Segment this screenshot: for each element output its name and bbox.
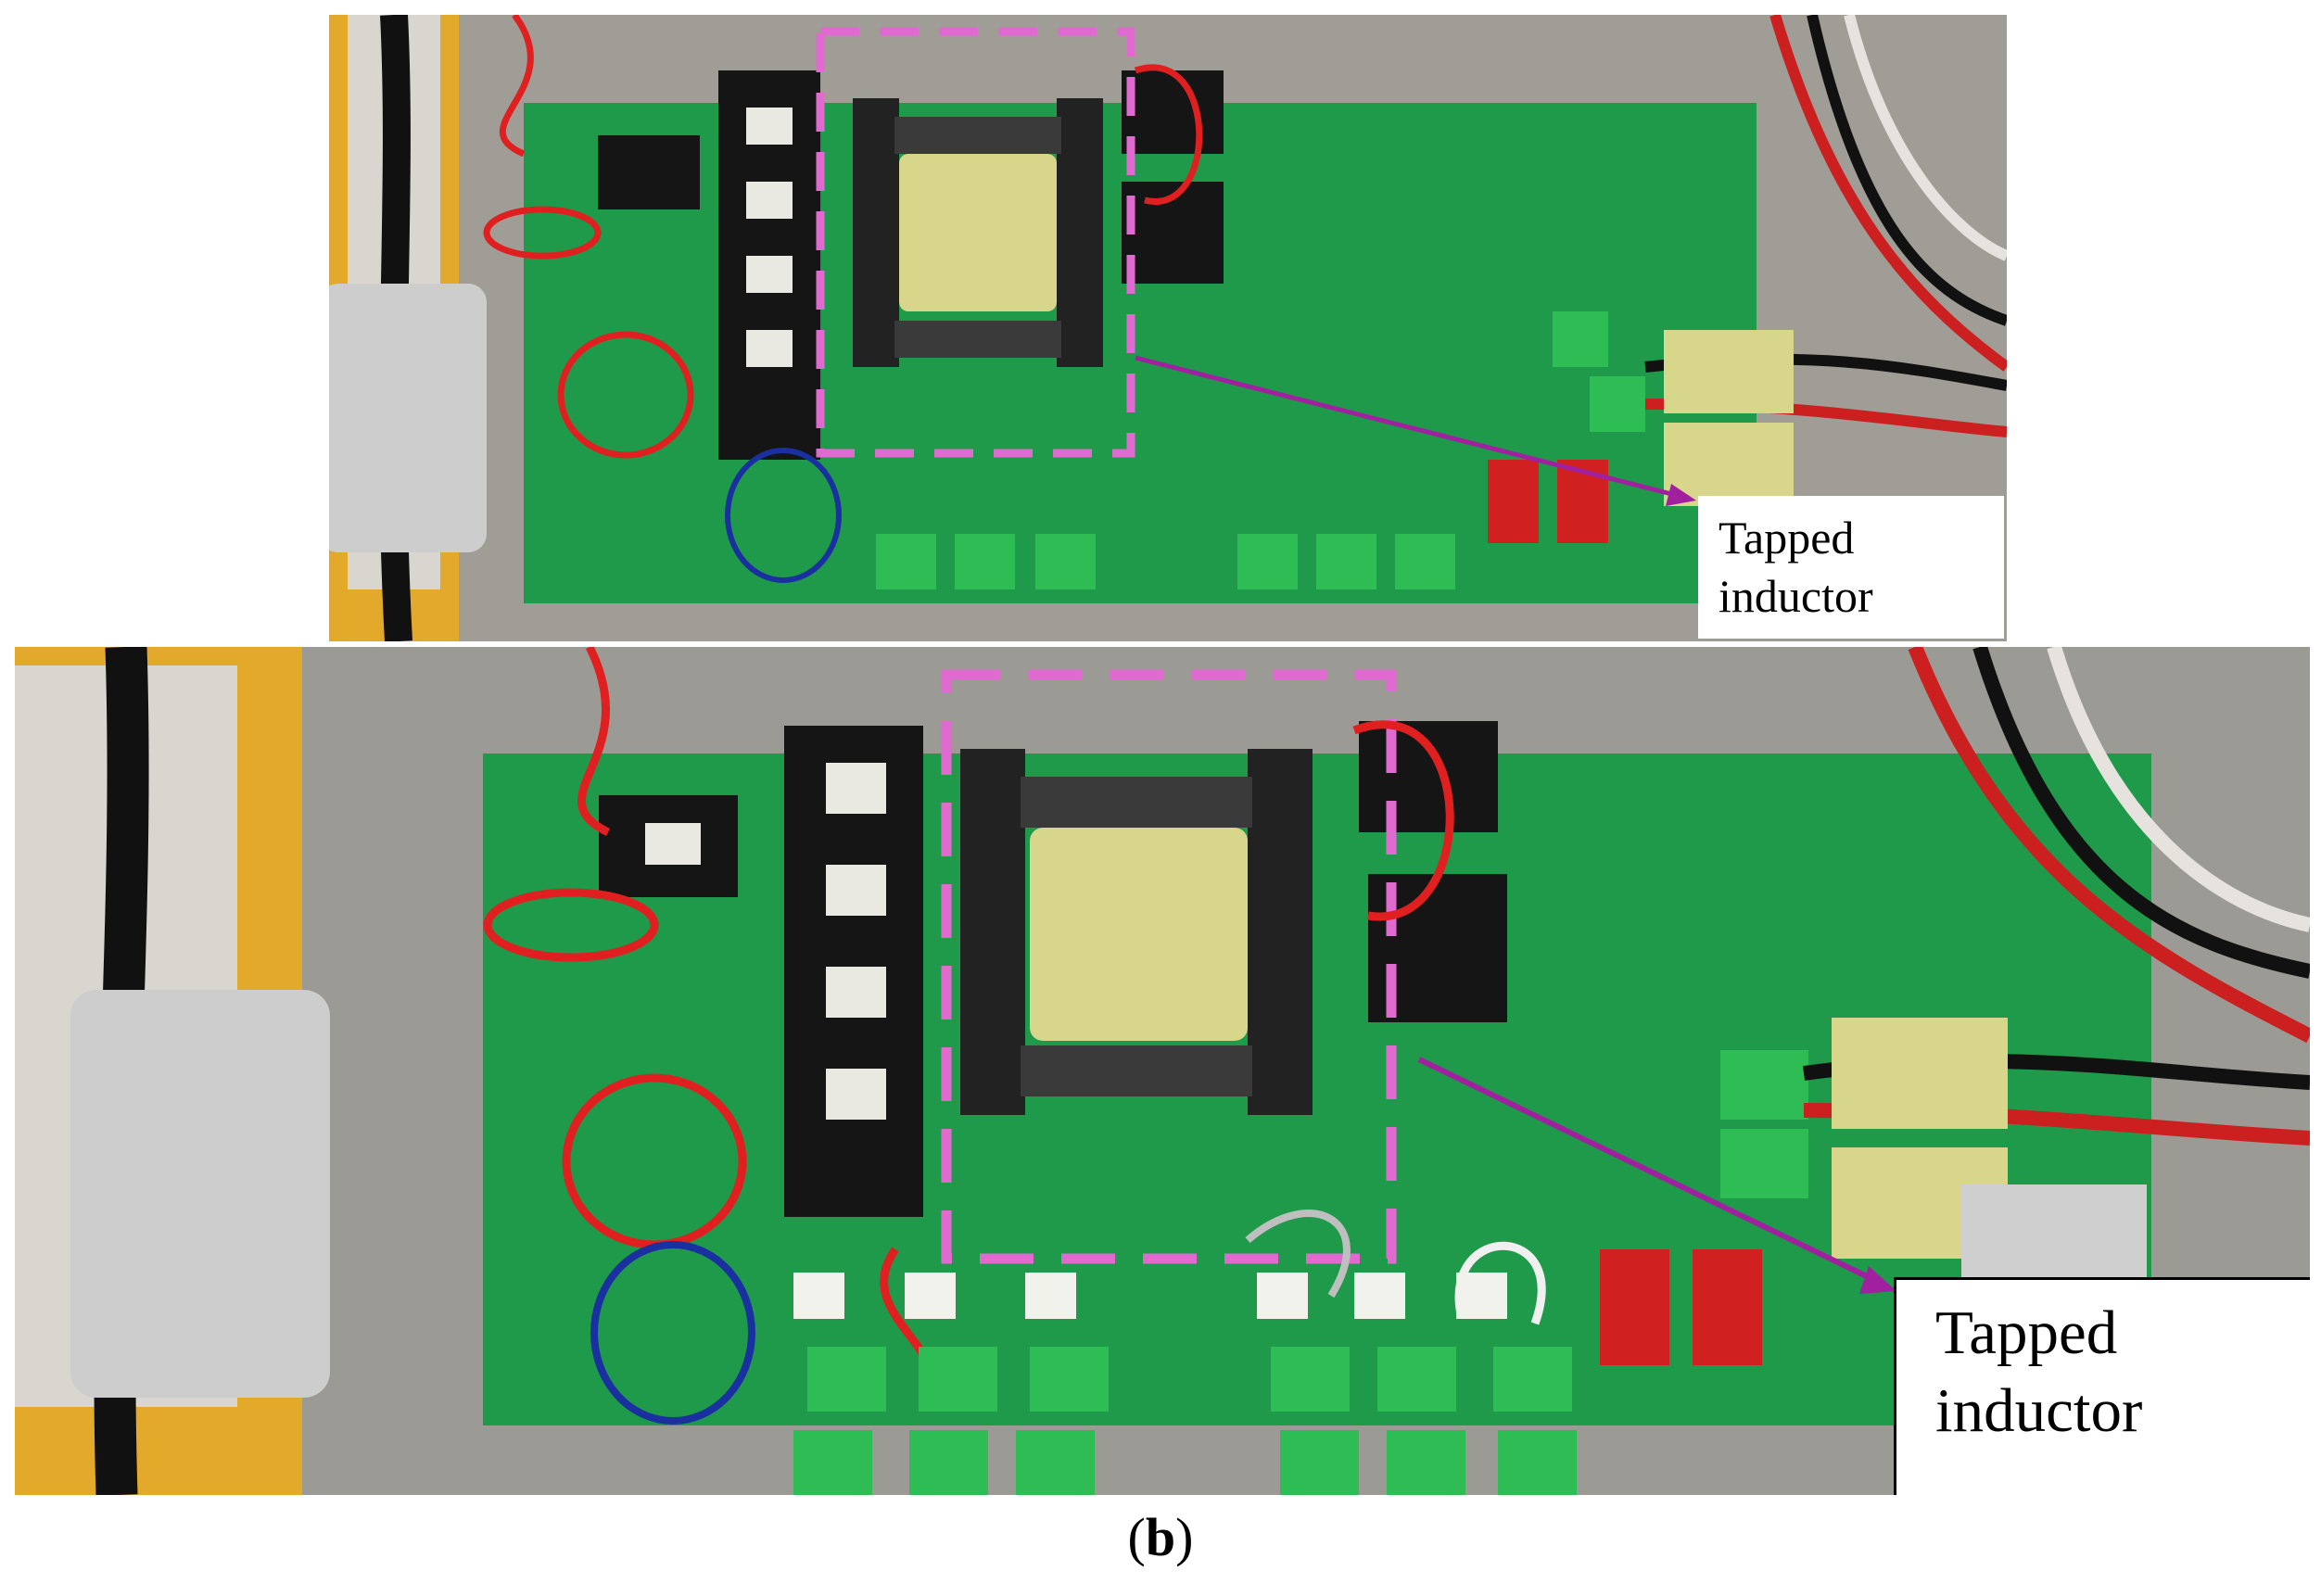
terminal-blocks-bottom — [793, 1050, 1808, 1495]
callout-top-line1: Tapped — [1719, 512, 1855, 564]
terminal-blocks-top — [876, 311, 1645, 589]
inductor-tape — [1030, 828, 1248, 1041]
photo-top — [329, 15, 2007, 641]
ribbon-connector — [329, 284, 487, 552]
inductor-bobbin-right — [1248, 749, 1313, 1115]
highlight-box-bottom — [941, 669, 1397, 1264]
callout-bottom-line2: inductor — [1935, 1375, 2143, 1445]
caption-open-paren: ( — [1127, 1507, 1146, 1567]
callout-label-bottom: Tapped inductor — [1894, 1277, 2310, 1495]
highlight-box-top — [816, 27, 1135, 458]
callout-label-top: Tapped inductor — [1698, 496, 2004, 639]
callout-arrow-bottom — [1417, 1057, 1880, 1285]
inductor-bobbin-left — [853, 98, 899, 367]
callout-arrow-top — [1135, 355, 1683, 500]
ribbon-connector — [70, 990, 330, 1398]
inductor-tape — [899, 154, 1057, 311]
inductor-bobbin-right — [1057, 98, 1103, 367]
caption-close-paren: ) — [1175, 1507, 1194, 1567]
pcb-photo-top — [329, 15, 2007, 641]
caption-letter: b — [1145, 1507, 1176, 1567]
inductor-bobbin-left — [960, 749, 1025, 1115]
callout-bottom-line1: Tapped — [1935, 1298, 2118, 1367]
callout-top-line2: inductor — [1719, 569, 1873, 622]
figure-caption: (b) — [0, 1506, 2321, 1568]
